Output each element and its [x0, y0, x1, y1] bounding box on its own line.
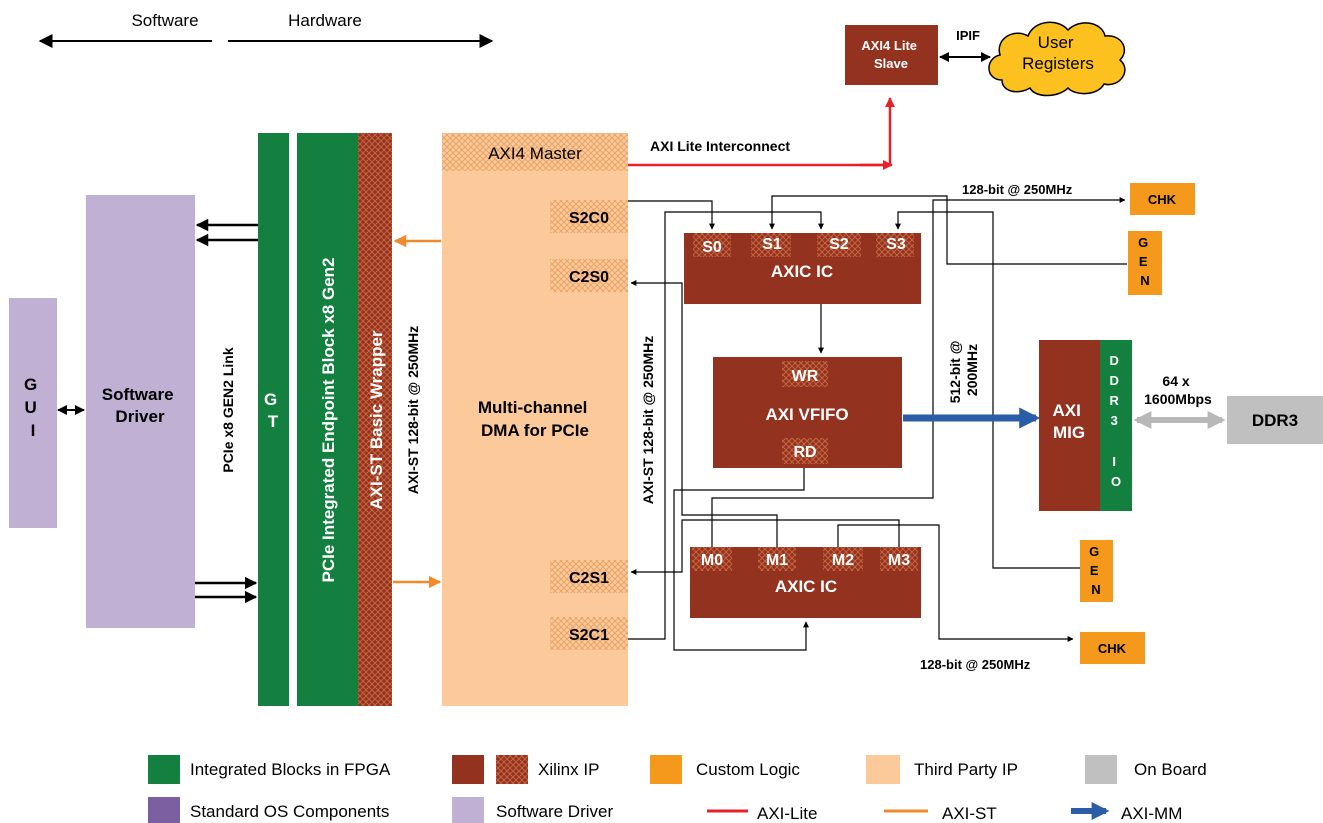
legend-swatch-fpga — [148, 755, 180, 784]
s2c0-label: S2C0 — [569, 210, 609, 227]
bus-512-label: 512-bit @ 200MHz — [947, 337, 980, 404]
user-registers-cloud — [988, 21, 1126, 97]
interconnect-wires — [628, 195, 1127, 651]
gt-block — [258, 133, 289, 706]
user-registers-label: User Registers — [1022, 33, 1094, 73]
ddr3-io-label: D D R 3 I O — [1109, 353, 1122, 489]
vfifo-wr-port — [782, 361, 828, 387]
legend-swatch-on-board — [1085, 755, 1117, 784]
axi-mig-label: AXI MIG — [1052, 401, 1085, 442]
axic-bottom-m0-label: M0 — [701, 552, 723, 569]
axist-bus-label: AXI-ST 128-bit @ 250MHz — [405, 326, 421, 494]
gui-block — [9, 298, 57, 528]
axic-bottom-port-m3 — [880, 547, 918, 571]
c2s0-label: C2S0 — [569, 269, 609, 286]
gui-label: G U I — [24, 375, 42, 440]
axic-bottom-port-m0 — [692, 547, 732, 571]
axic-top-s0-label: S0 — [702, 239, 722, 256]
legend: Integrated Blocks in FPGA Xilinx IP Cust… — [148, 755, 1207, 823]
software-driver-block — [86, 195, 195, 628]
pcie-endpoint-label: PCIe Integrated Endpoint Block x8 Gen2 — [319, 258, 338, 583]
chk-bottom-block — [1080, 632, 1145, 664]
vfifo-title: AXI VFIFO — [765, 405, 848, 424]
c2s1-port — [550, 560, 628, 593]
vfifo-wr-label: WR — [792, 368, 819, 385]
axic-top-s1-label: S1 — [762, 236, 782, 253]
gt-label: G T — [264, 390, 282, 431]
axi-lite-interconnect-label: AXI Lite Interconnect — [650, 138, 790, 154]
axic-ic-bottom-title: AXIC IC — [775, 577, 837, 596]
gen-top-label: G E N — [1138, 235, 1152, 288]
rate-top-label: 128-bit @ 250MHz — [962, 182, 1073, 197]
axi4-master-block — [442, 133, 628, 171]
legend-label-fpga: Integrated Blocks in FPGA — [190, 760, 391, 779]
vfifo-rd-label: RD — [793, 444, 816, 461]
axi4-master-label: AXI4 Master — [488, 144, 582, 163]
axist-bus-label-2: AXI-ST 128-bit @ 250MHz — [640, 336, 656, 504]
axic-bottom-port-m2 — [823, 547, 863, 571]
legend-label-on-board: On Board — [1134, 760, 1207, 779]
gen-bottom-block — [1080, 540, 1113, 602]
axic-top-port-s1 — [751, 233, 791, 257]
s2c1-label: S2C1 — [569, 627, 609, 644]
s2c1-port — [550, 617, 628, 650]
hardware-label: Hardware — [288, 11, 362, 30]
software-driver-label: Software Driver — [102, 385, 179, 426]
legend-label-xilinx: Xilinx IP — [538, 760, 599, 779]
ddr-rate-label: 64 x 1600Mbps — [1144, 373, 1212, 407]
ipif-label: IPIF — [956, 28, 980, 43]
vfifo-rd-port — [782, 438, 828, 464]
axist-wrapper-block — [358, 133, 392, 706]
legend-label-third-party: Third Party IP — [914, 760, 1018, 779]
pcie-endpoint-block — [297, 133, 358, 706]
axic-bottom-m2-label: M2 — [832, 552, 854, 569]
axic-top-port-s2 — [817, 233, 861, 257]
axist-wrapper-label: AXI-ST Basic Wrapper — [367, 330, 386, 510]
axi-lite-line — [628, 97, 895, 167]
legend-label-os: Standard OS Components — [190, 802, 389, 821]
c2s0-port — [550, 259, 628, 292]
s2c0-port — [550, 200, 628, 233]
ddr3-block — [1227, 396, 1323, 444]
ddr3-label: DDR3 — [1252, 411, 1298, 430]
gen-top-block — [1128, 231, 1162, 295]
axic-top-s3-label: S3 — [886, 236, 906, 253]
axi4-lite-slave-block — [845, 25, 938, 85]
axic-bottom-m3-label: M3 — [888, 552, 910, 569]
dma-label: Multi-channel DMA for PCIe — [478, 398, 592, 440]
axic-bottom-m1-label: M1 — [766, 552, 788, 569]
pcie-link-label: PCIe x8 GEN2 Link — [220, 347, 236, 472]
legend-label-axi-lite: AXI-Lite — [757, 804, 817, 823]
legend-swatch-os — [148, 797, 180, 823]
legend-label-driver: Software Driver — [496, 802, 613, 821]
chk-bottom-label: CHK — [1098, 641, 1127, 656]
legend-swatch-driver — [452, 797, 484, 823]
legend-swatch-xilinx — [452, 755, 484, 784]
legend-label-axi-mm: AXI-MM — [1121, 804, 1182, 823]
axi4-lite-slave-label: AXI4 Lite Slave — [861, 38, 920, 71]
gen-bottom-label: G E N — [1089, 544, 1103, 597]
axic-top-port-s3 — [876, 233, 914, 257]
legend-swatch-third-party — [866, 755, 900, 784]
legend-label-custom: Custom Logic — [696, 760, 800, 779]
axic-bottom-port-m1 — [758, 547, 796, 571]
axi-mig-block — [1039, 340, 1100, 511]
c2s1-label: C2S1 — [569, 570, 609, 587]
legend-swatch-custom — [650, 755, 682, 784]
software-label: Software — [131, 11, 198, 30]
chk-top-block — [1130, 183, 1195, 215]
rate-bottom-label: 128-bit @ 250MHz — [920, 657, 1031, 672]
axic-ic-top-title: AXIC IC — [771, 262, 833, 281]
legend-swatch-xilinx-hatched — [496, 755, 528, 784]
ddr3-io-block — [1100, 340, 1132, 511]
legend-label-axi-st: AXI-ST — [942, 804, 997, 823]
axic-top-s2-label: S2 — [829, 236, 849, 253]
axic-top-port-s0 — [693, 233, 731, 257]
chk-top-label: CHK — [1148, 192, 1177, 207]
